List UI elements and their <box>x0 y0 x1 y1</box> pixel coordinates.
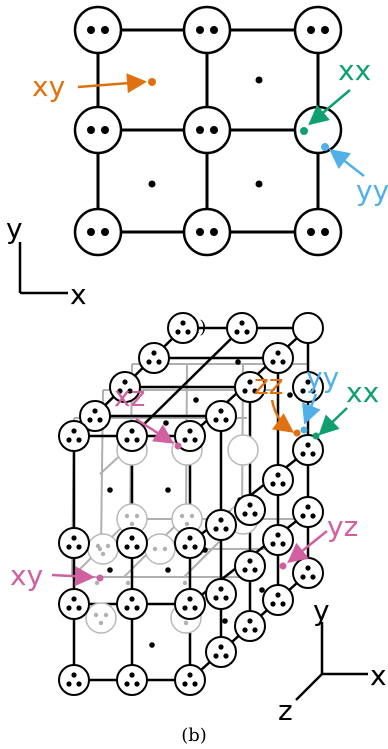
panel-b-label-xx: xx <box>346 376 379 409</box>
lattice-site <box>292 434 324 466</box>
lattice-site <box>234 610 266 642</box>
panel-b-label-yz: yz <box>327 510 358 543</box>
lattice-site <box>205 636 237 668</box>
panel-b-dot-xy <box>96 574 104 582</box>
panel-b-axes: y x z <box>278 594 387 727</box>
panel-b-arrow-xy <box>51 566 95 587</box>
panel-b-arrow-yz <box>287 530 328 564</box>
panel-a-arrow-xy <box>77 73 147 94</box>
panel-b-label-xz: xz <box>114 380 145 413</box>
lattice-site <box>234 550 266 582</box>
lattice-site <box>205 509 237 541</box>
lattice-site <box>174 588 206 620</box>
lattice-site <box>167 312 199 344</box>
panel-a-dot-xx <box>300 127 308 135</box>
panel-a-axis-y-label: y <box>6 212 23 245</box>
panel-b-axis-y-label: y <box>313 594 330 627</box>
panel-b-axis-z-label: z <box>278 694 293 727</box>
panel-b-label-xy: xy <box>10 559 43 592</box>
lattice-site <box>262 342 294 374</box>
lattice-site <box>292 557 324 589</box>
lattice-site <box>58 588 90 620</box>
panel-b-arrow-zz <box>270 399 295 433</box>
lattice-site <box>174 420 206 452</box>
panel-a-axis-x-label: x <box>70 278 87 311</box>
panel-a-2d-lattice: xy xx yy y x (a) <box>6 5 388 338</box>
panel-b-axis-x-label: x <box>370 659 387 692</box>
panel-a-lattice-sites <box>73 5 343 257</box>
lattice-site <box>73 5 123 55</box>
lattice-site <box>262 464 294 496</box>
panel-a-arrow-xx <box>308 89 351 126</box>
lattice-site <box>116 664 148 696</box>
lattice-site <box>58 420 90 452</box>
panel-a-dot-xy <box>148 78 156 86</box>
lattice-site <box>73 207 123 257</box>
lattice-site <box>293 5 343 55</box>
lattice-site <box>205 400 237 432</box>
panel-b-lattice-sites <box>58 312 324 696</box>
lattice-site <box>226 312 258 344</box>
lattice-site <box>262 524 294 556</box>
panel-b-dot-yz <box>279 562 287 570</box>
lattice-site <box>58 527 90 559</box>
panel-b-arrow-xz <box>135 417 175 444</box>
lattice-site <box>182 105 232 155</box>
panel-b-label-zz: zz <box>254 368 283 401</box>
lattice-site <box>174 664 206 696</box>
lattice-site <box>79 400 111 432</box>
panel-a-axes: y x <box>6 212 87 311</box>
lattice-site <box>58 664 90 696</box>
panel-b-dot-yy <box>300 426 308 434</box>
lattice-site <box>293 207 343 257</box>
lattice-site <box>109 371 141 403</box>
panel-a-label-yy: yy <box>356 174 388 207</box>
lattice-site <box>116 588 148 620</box>
lattice-site <box>234 371 266 403</box>
panel-b-dot-xx <box>312 432 320 440</box>
panel-a-label-xy: xy <box>32 70 65 103</box>
lattice-site <box>262 584 294 616</box>
panel-b-caption: (b) <box>181 725 207 746</box>
panel-a-dot-yy <box>321 143 329 151</box>
lattice-site <box>292 496 324 528</box>
lattice-site <box>116 527 148 559</box>
panel-b-label-yy: yy <box>306 361 339 394</box>
lattice-site <box>292 312 324 344</box>
lattice-site <box>73 105 123 155</box>
lattice-site <box>205 578 237 610</box>
lattice-site <box>234 494 266 526</box>
lattice-site <box>116 420 148 452</box>
lattice-site <box>182 5 232 55</box>
panel-b-dot-zz <box>293 429 301 437</box>
panel-b-dot-xz <box>174 442 182 450</box>
panel-a-center-dots <box>148 76 263 188</box>
panel-b-3d-lattice: xz zz yy xx yz xy y x z (b) <box>10 312 387 746</box>
lattice-site <box>138 342 170 374</box>
panel-b-arrow-xx <box>318 407 348 436</box>
panel-b-arrow-yy <box>302 393 321 425</box>
panel-a-label-xx: xx <box>338 54 371 87</box>
lattice-site <box>182 207 232 257</box>
lattice-site <box>174 527 206 559</box>
panel-a-arrow-yy <box>329 148 365 177</box>
